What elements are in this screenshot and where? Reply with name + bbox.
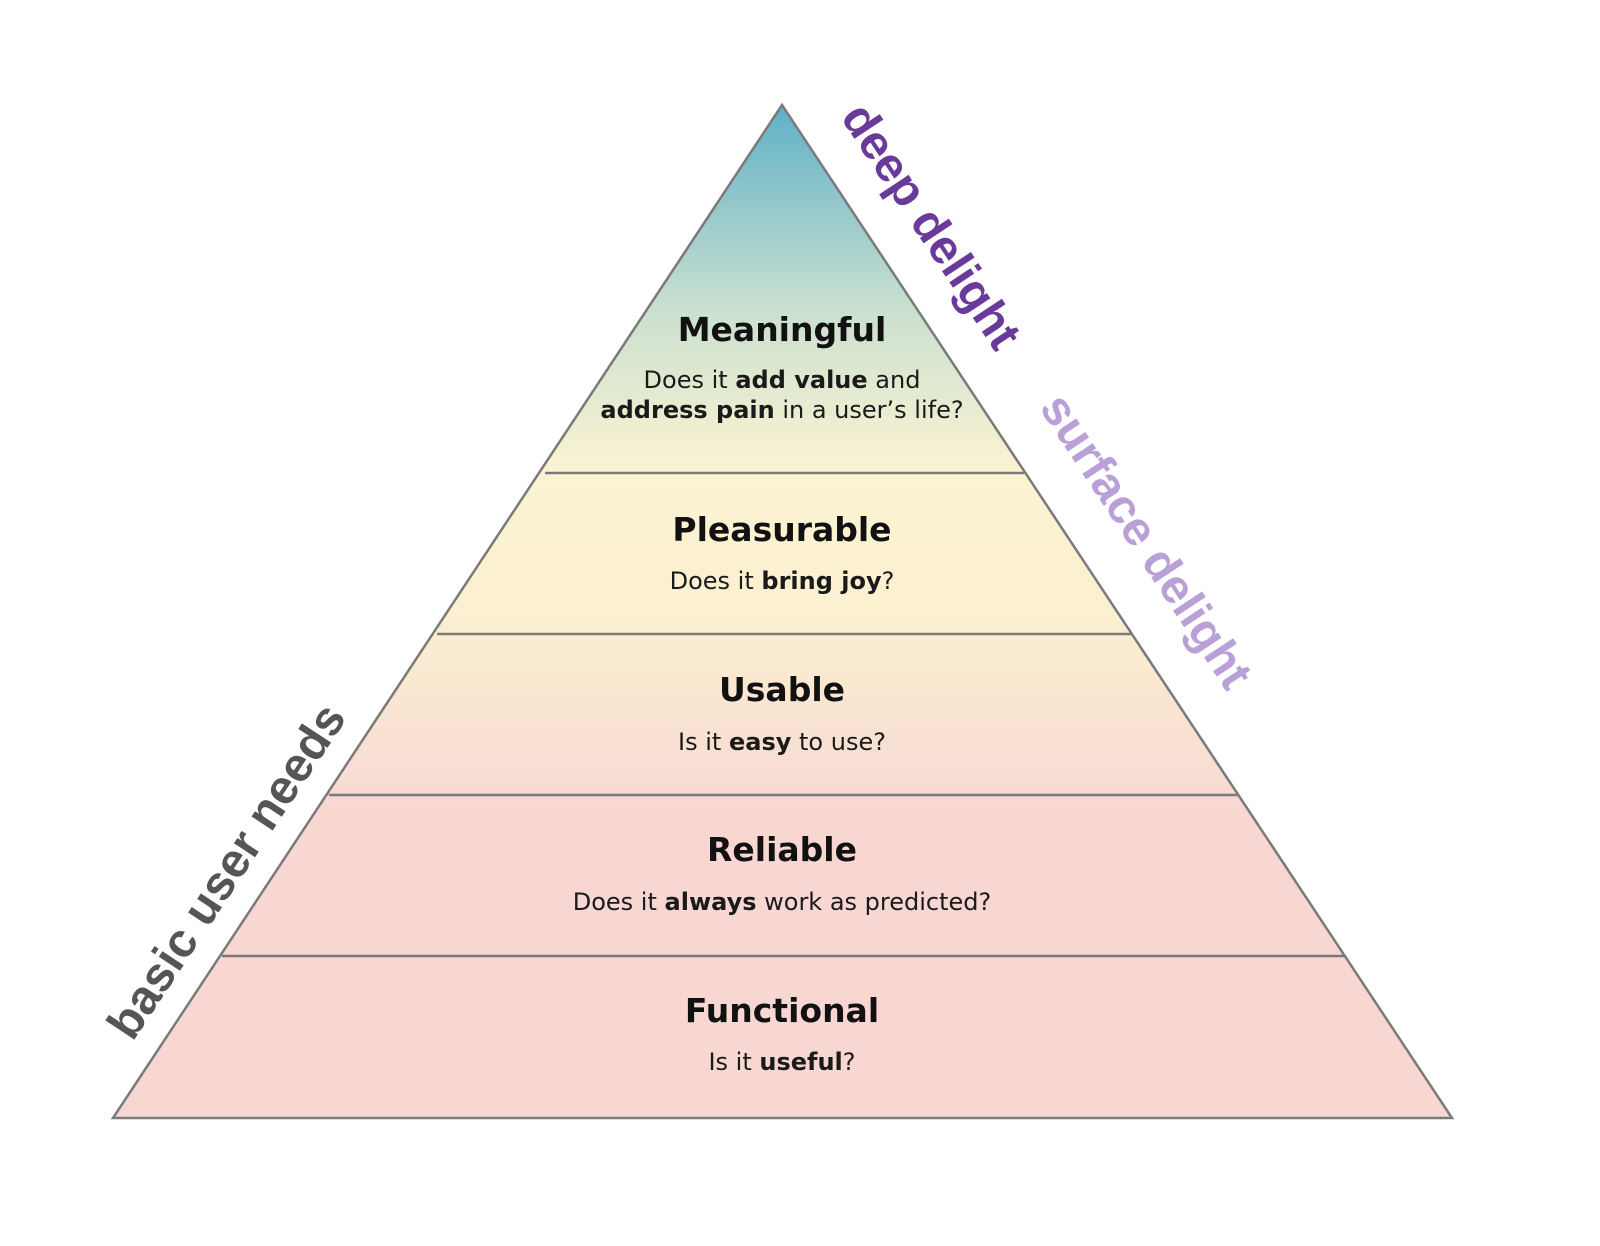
level-question-meaningful: Does it add value and bbox=[644, 366, 921, 394]
level-question-meaningful-line2: address pain in a user’s life? bbox=[600, 396, 963, 424]
level-question-functional: Is it useful? bbox=[708, 1048, 855, 1076]
level-title-pleasurable: Pleasurable bbox=[672, 510, 891, 549]
level-title-meaningful: Meaningful bbox=[678, 310, 887, 349]
level-question-usable: Is it easy to use? bbox=[678, 728, 886, 756]
level-question-pleasurable: Does it bring joy? bbox=[670, 567, 895, 595]
level-title-usable: Usable bbox=[719, 670, 845, 709]
level-question-reliable: Does it always work as predicted? bbox=[573, 888, 992, 916]
pyramid-shape bbox=[110, 102, 1455, 1120]
level-title-reliable: Reliable bbox=[707, 830, 857, 869]
level-title-functional: Functional bbox=[685, 991, 879, 1030]
